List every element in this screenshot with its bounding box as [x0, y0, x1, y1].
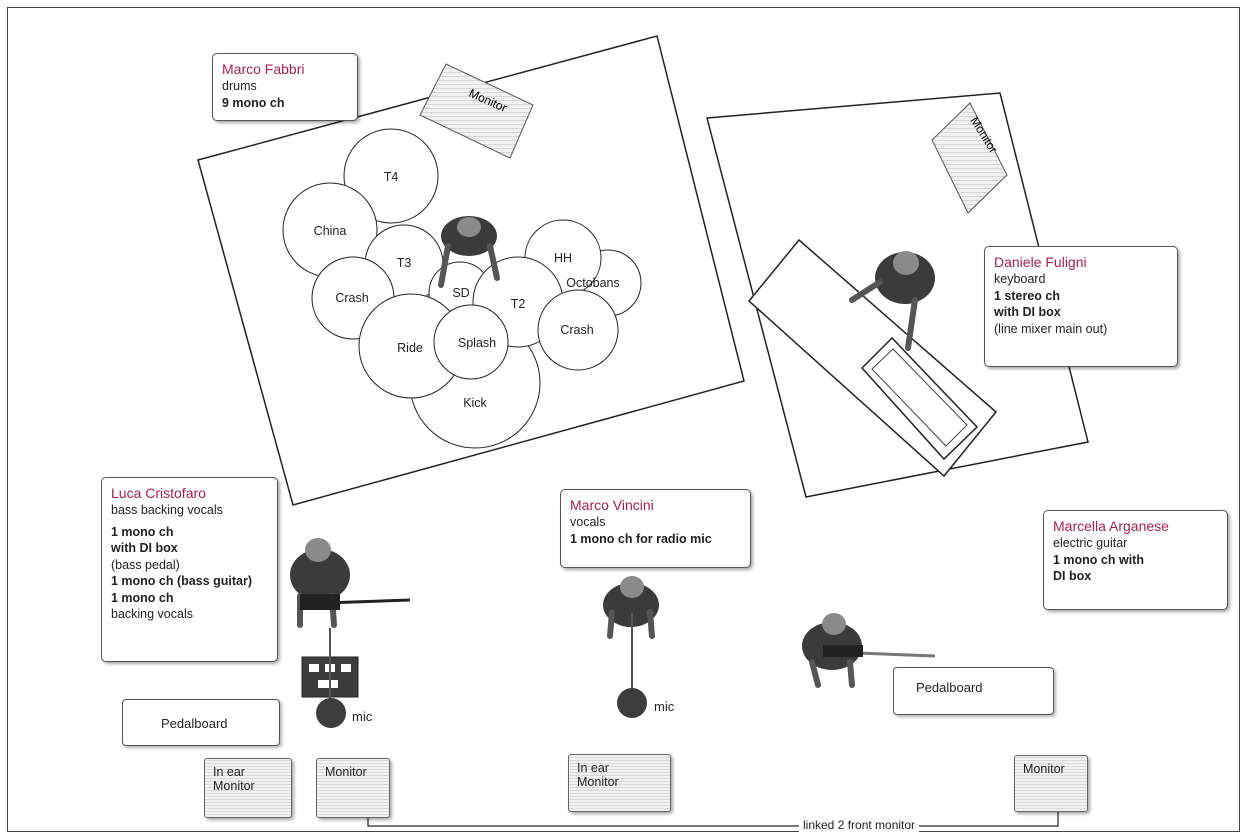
in-ear-left-line1: In ear — [213, 765, 245, 779]
vocalist-line1: 1 mono ch for radio mic — [570, 531, 712, 546]
drummer-figure — [438, 216, 500, 288]
bass-mic-label: mic — [352, 709, 373, 724]
in-ear-center-line2: Monitor — [577, 775, 619, 789]
keyboardist-line1: 1 stereo ch — [994, 288, 1061, 303]
vocal-mic-label: mic — [654, 699, 675, 714]
drums-monitor-wedge: Monitor — [419, 63, 534, 159]
bassist-name: Luca Cristofaro — [111, 485, 206, 501]
crash-right-label: Crash — [560, 323, 594, 337]
ride-label: Ride — [397, 341, 423, 355]
bassist-role: bass backing vocals — [111, 503, 223, 518]
front-monitor-left-label: Monitor — [325, 765, 367, 779]
bassist-line1: 1 mono ch — [111, 524, 174, 539]
keyboardist-card: Daniele Fuligni keyboard 1 stereo ch wit… — [984, 246, 1178, 367]
drummer-card: Marco Fabbri drums 9 mono ch — [212, 53, 358, 121]
bassist-line3: (bass pedal) — [111, 557, 180, 572]
bassist-figure — [290, 538, 411, 628]
keyboardist-name: Daniele Fuligni — [994, 254, 1087, 270]
bass-mic — [316, 628, 346, 728]
vocalist-card: Marco Vincini vocals 1 mono ch for radio… — [560, 489, 751, 568]
drummer-role: drums — [222, 79, 257, 94]
guitar-pedalboard-label: Pedalboard — [916, 680, 983, 695]
keyboardist-role: keyboard — [994, 272, 1046, 287]
in-ear-monitor-center: In ear Monitor — [568, 754, 671, 812]
china-label: China — [313, 224, 347, 238]
stage-frame — [7, 7, 1240, 832]
crash-right-cymbal — [537, 289, 619, 371]
t3-label: T3 — [396, 256, 412, 270]
bassist-line5: 1 mono ch — [111, 590, 174, 605]
monitor-link-line — [367, 794, 1059, 827]
octobans-label: Octobans — [566, 276, 620, 290]
front-monitor-right-label: Monitor — [1023, 762, 1065, 776]
bass-pedalboard: Pedalboard — [122, 699, 280, 746]
in-ear-left-line2: Monitor — [213, 779, 255, 793]
drummer-name: Marco Fabbri — [222, 61, 305, 77]
in-ear-center-line1: In ear — [577, 761, 609, 775]
front-monitor-right: Monitor — [1014, 755, 1088, 812]
keyboardist-line3: (line mixer main out) — [994, 321, 1108, 336]
vocalist-role: vocals — [570, 515, 606, 530]
splash-label: Splash — [457, 336, 497, 350]
drumkit — [282, 128, 642, 449]
bassist-line6: backing vocals — [111, 607, 193, 622]
crash-left-label: Crash — [335, 291, 369, 305]
t4-label: T4 — [383, 170, 399, 184]
bassist-line2: with DI box — [111, 541, 178, 556]
guitar-pedalboard: Pedalboard — [893, 667, 1054, 715]
bassist-line4: 1 mono ch (bass guitar) — [111, 574, 252, 589]
vocal-mic — [617, 613, 647, 718]
guitarist-role: electric guitar — [1053, 536, 1128, 551]
vocalist-figure — [603, 576, 659, 639]
guitarist-line1: 1 mono ch with — [1053, 552, 1144, 567]
t4-tom — [343, 128, 439, 224]
bass-pedalboard-label: Pedalboard — [161, 716, 228, 731]
t2-label: T2 — [510, 297, 526, 311]
bassist-card: Luca Cristofaro bass backing vocals 1 mo… — [101, 477, 278, 662]
kick-label: Kick — [463, 396, 487, 410]
guitarist-name: Marcella Arganese — [1053, 518, 1169, 534]
keyboardist-figure — [849, 251, 935, 351]
in-ear-monitor-left: In ear Monitor — [204, 758, 292, 818]
splash-cymbal — [433, 304, 509, 380]
guitarist-card: Marcella Arganese electric guitar 1 mono… — [1043, 510, 1228, 610]
keyboardist-line2: with DI box — [994, 305, 1061, 320]
guitarist-line2: DI box — [1053, 569, 1092, 584]
guitarist-figure — [802, 613, 936, 688]
keyboard-stand — [747, 238, 998, 478]
front-monitor-left: Monitor — [316, 758, 390, 818]
monitor-link-label: linked 2 front monitor — [799, 818, 920, 832]
drummer-channels: 9 mono ch — [222, 95, 285, 110]
hh-label: HH — [553, 251, 573, 265]
vocalist-name: Marco Vincini — [570, 497, 654, 513]
sd-label: SD — [452, 286, 470, 300]
